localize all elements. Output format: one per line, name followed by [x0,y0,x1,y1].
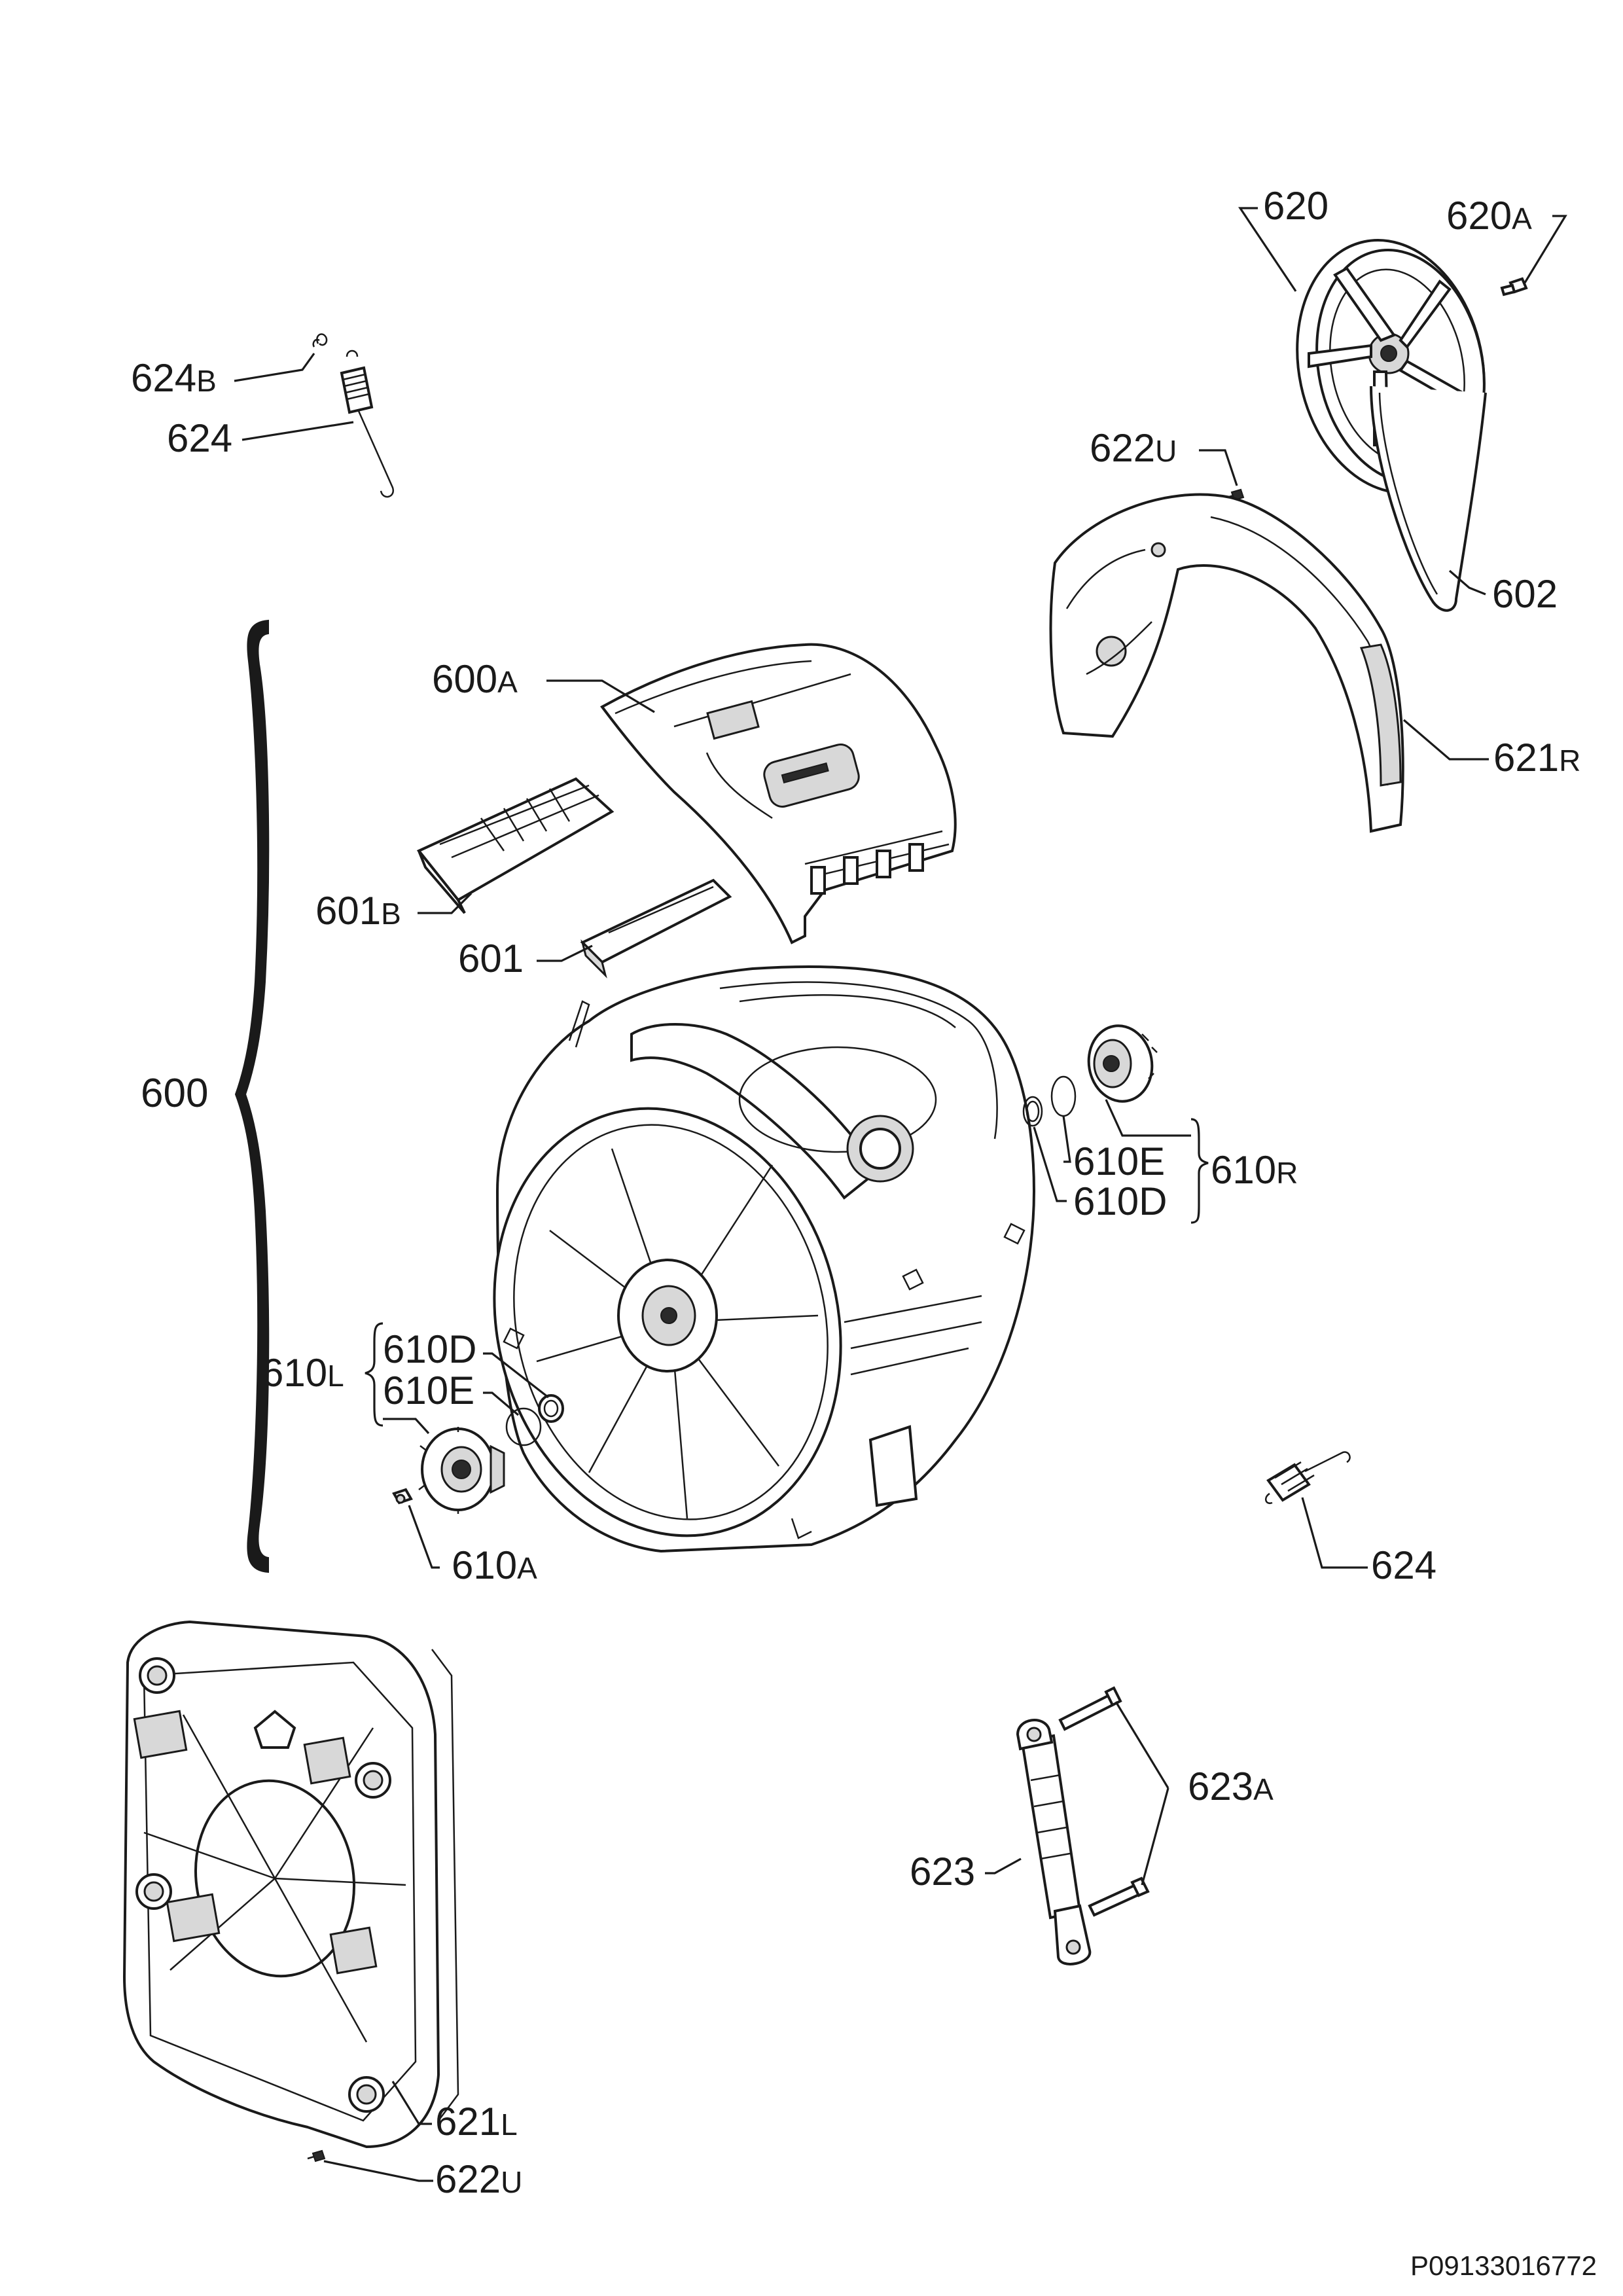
label-602: 602 [1492,572,1558,616]
part-600A-console [600,643,957,944]
part-610D-ring-right [1022,1096,1043,1127]
label-624B: 624B [131,356,217,400]
label-610E-right: 610E [1073,1139,1166,1183]
part-621R-shell [1049,493,1404,833]
leader-lines [234,207,1567,2182]
label-624-right: 624 [1371,1543,1437,1587]
label-610E-left: 610E [383,1369,475,1412]
part-621L-shell [122,1620,459,2149]
label-621R: 621R [1493,736,1581,780]
part-623-shock-absorber [1016,1719,1092,1965]
document-id: P09133016772 [1410,2250,1597,2281]
label-601B: 601B [315,889,401,933]
label-621L: 621L [435,2100,518,2144]
label-623A: 623A [1188,1765,1274,1808]
part-610E-ring-left [505,1407,542,1446]
label-610D-right: 610D [1073,1179,1168,1223]
part-623A-pins [1058,1686,1150,1917]
label-610L: 610L [262,1351,344,1395]
label-620A: 620A [1446,194,1532,238]
part-624-spring-right [1264,1451,1351,1505]
label-624-top: 624 [167,416,233,460]
part-620A-bolt [1500,277,1528,296]
label-600A: 600A [432,657,518,701]
part-610L-bearing [418,1427,505,1514]
label-601: 601 [458,937,524,980]
label-620: 620 [1263,184,1329,228]
part-602-belt [1370,386,1487,612]
label-610D-left: 610D [383,1327,477,1371]
part-tub [493,965,1036,1553]
label-623: 623 [910,1850,976,1893]
part-610E-ring-right [1050,1075,1077,1117]
part-622U-screw-bottom [307,2149,326,2162]
bracket-610R [1190,1118,1209,1224]
bracket-600 [234,619,270,1573]
part-610D-ring-left [538,1394,564,1423]
part-624B-hook [312,333,328,348]
part-601B-drawer [416,777,615,914]
label-600: 600 [141,1071,209,1116]
label-622U-top: 622U [1090,426,1177,470]
label-622U-bottom: 622U [435,2157,523,2201]
part-624-spring-top [340,350,395,498]
part-601-handle [580,878,732,978]
part-610A-nut [392,1488,413,1505]
part-610R-bearing [1087,1024,1158,1103]
bracket-610L [365,1322,383,1427]
label-610A: 610A [452,1543,537,1587]
label-610R: 610R [1211,1148,1298,1192]
